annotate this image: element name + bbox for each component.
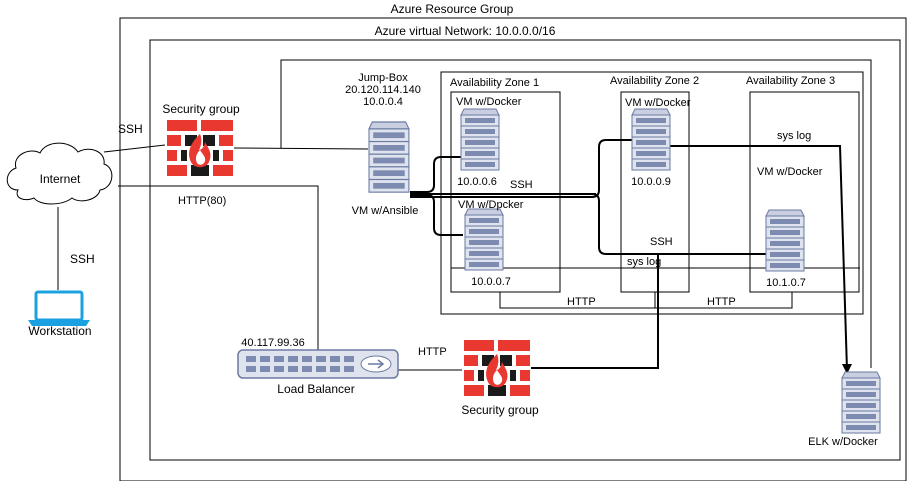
vnet-title: Azure virtual Network: 10.0.0.0/16	[374, 24, 556, 38]
vm-ip-10-0-0-9: 10.0.0.9	[631, 176, 671, 188]
vm-title-zone2: VM w/Docker	[625, 97, 691, 109]
zone-2-label: Availability Zone 2	[610, 75, 700, 87]
workstation-laptop-icon	[28, 290, 90, 326]
security-group-top-label: Security group	[162, 102, 240, 116]
jumpbox-role: VM w/Ansible	[351, 205, 419, 217]
load-balancer-icon	[237, 349, 399, 379]
edge-label-ssh-workstation: SSH	[70, 252, 95, 266]
vm-title-zone3: VM w/Docker	[757, 166, 823, 178]
vm-server-icon-10-1-0-7	[765, 209, 805, 272]
workstation-label: Workstation	[28, 324, 92, 338]
elk-label: ELK w/Docker	[808, 436, 878, 448]
link-internet-http	[118, 185, 319, 350]
load-balancer-label: Load Balancer	[277, 382, 355, 396]
jumpbox-public-ip: 20.120.114.140	[345, 84, 421, 96]
edge-label-syslog-top: sys log	[777, 130, 812, 142]
syslog-line-mid	[531, 255, 659, 369]
load-balancer-ip: 40.117.99.36	[241, 337, 305, 349]
vm-server-icon-10-0-0-9	[631, 108, 671, 171]
zone-3-box	[749, 91, 860, 293]
firewall-icon-bottom	[464, 340, 530, 396]
edge-label-http-80: HTTP(80)	[178, 195, 227, 207]
ssh-connections	[410, 139, 766, 255]
vm-ip-10-0-0-6: 10.0.0.6	[457, 176, 497, 188]
edge-label-syslog-mid: sys log	[627, 256, 662, 268]
firewall-icon-top	[167, 120, 233, 176]
jumpbox-server-icon	[368, 121, 410, 193]
edge-label-http-right: HTTP	[707, 296, 736, 308]
vm-ip-10-1-0-7: 10.1.0.7	[766, 277, 806, 289]
edge-label-ssh-zone1: SSH	[510, 179, 533, 191]
vm-ip-10-0-0-7: 10.0.0.7	[471, 276, 511, 288]
zone-1-label: Availability Zone 1	[450, 77, 540, 89]
edge-label-http-lb: HTTP	[418, 346, 447, 358]
vnet-box	[149, 39, 901, 461]
zone-3-label: Availability Zone 3	[746, 75, 836, 87]
link-internet-security-group	[103, 144, 166, 153]
internet-cloud-icon	[6, 142, 113, 205]
link-http-zone1-zone3	[499, 292, 793, 309]
resource-group-title: Azure Resource Group	[390, 2, 514, 16]
subnet-outline	[280, 59, 872, 368]
elk-server-icon	[841, 371, 881, 434]
edge-label-http-left: HTTP	[567, 296, 596, 308]
security-group-bottom-label: Security group	[461, 403, 539, 417]
vm-server-icon-10-0-0-7	[464, 208, 504, 271]
jumpbox-private-ip: 10.0.0.4	[363, 96, 403, 108]
internet-label: Internet	[39, 172, 81, 186]
zone-1-box	[450, 91, 561, 293]
syslog-arrowhead	[842, 364, 852, 374]
vm-title-zone1-top: VM w/Docker	[456, 96, 522, 108]
vm-server-icon-10-0-0-6	[460, 108, 500, 171]
link-security-group-jumpbox	[233, 147, 369, 150]
resource-group-box	[119, 17, 907, 481]
edge-label-ssh-zone2: SSH	[650, 236, 673, 248]
syslog-line-top	[670, 145, 848, 371]
edge-label-ssh-internet: SSH	[118, 122, 143, 136]
vm-title-zone1-bottom: VM w/Dpcker	[458, 199, 524, 211]
jumpbox-name: Jump-Box	[358, 72, 408, 84]
